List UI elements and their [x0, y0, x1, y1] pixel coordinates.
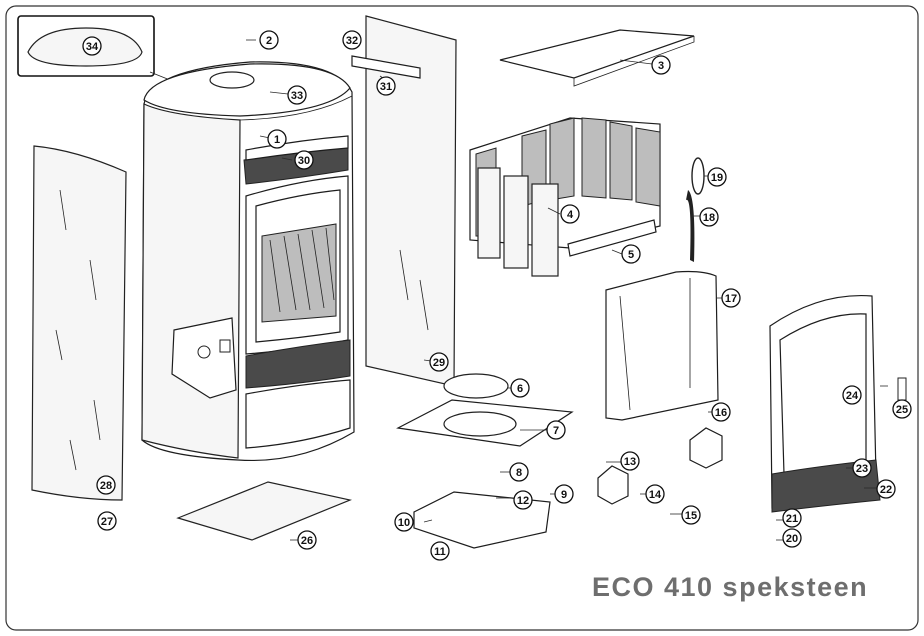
callout-7: 7	[546, 420, 566, 440]
callout-12: 12	[513, 490, 533, 510]
callout-29: 29	[429, 352, 449, 372]
svg-text:33: 33	[291, 90, 303, 102]
svg-text:15: 15	[685, 510, 697, 522]
callout-21: 21	[782, 508, 802, 528]
product-caption: ECO 410 speksteen	[592, 572, 869, 602]
callout-18: 18	[699, 207, 719, 227]
callout-31: 31	[376, 76, 396, 96]
callout-3: 3	[651, 55, 671, 75]
svg-text:20: 20	[786, 533, 798, 545]
svg-text:22: 22	[880, 484, 892, 496]
callout-23: 23	[852, 458, 872, 478]
svg-text:1: 1	[274, 134, 280, 146]
grate-bar-5	[567, 219, 657, 257]
callout-8: 8	[509, 462, 529, 482]
handle-25	[897, 377, 907, 401]
callout-16: 16	[711, 402, 731, 422]
svg-text:12: 12	[517, 495, 529, 507]
svg-text:17: 17	[725, 293, 737, 305]
svg-text:31: 31	[380, 81, 392, 93]
callout-2: 2	[259, 30, 279, 50]
svg-text:34: 34	[86, 41, 99, 53]
svg-text:10: 10	[398, 517, 410, 529]
svg-text:19: 19	[711, 172, 723, 184]
spring-19	[691, 157, 705, 195]
svg-text:5: 5	[628, 249, 634, 261]
svg-text:24: 24	[846, 390, 859, 402]
svg-text:21: 21	[786, 513, 798, 525]
callout-17: 17	[721, 288, 741, 308]
callout-27: 27	[97, 511, 117, 531]
hinge-plate-13	[597, 465, 629, 505]
svg-text:8: 8	[516, 467, 522, 479]
svg-text:9: 9	[561, 489, 567, 501]
bracket-31	[351, 55, 421, 79]
callout-20: 20	[782, 528, 802, 548]
callout-14: 14	[645, 484, 665, 504]
callout-34: 34	[82, 36, 102, 56]
svg-text:11: 11	[434, 546, 446, 558]
callout-30: 30	[294, 150, 314, 170]
callout-13: 13	[620, 451, 640, 471]
callout-6: 6	[510, 378, 530, 398]
svg-text:28: 28	[100, 480, 112, 492]
svg-text:18: 18	[703, 212, 715, 224]
callout-24: 24	[842, 385, 862, 405]
svg-text:26: 26	[301, 535, 313, 547]
callout-10: 10	[394, 512, 414, 532]
callout-28: 28	[96, 475, 116, 495]
svg-text:6: 6	[517, 383, 523, 395]
callout-4: 4	[560, 204, 580, 224]
svg-text:30: 30	[298, 155, 310, 167]
svg-text:29: 29	[433, 357, 445, 369]
floor-plate-26	[176, 481, 353, 541]
callout-5: 5	[621, 244, 641, 264]
svg-text:23: 23	[856, 463, 868, 475]
svg-text:32: 32	[346, 35, 358, 47]
callout-22: 22	[876, 479, 896, 499]
hinge-plate-16	[689, 427, 723, 469]
callout-15: 15	[681, 505, 701, 525]
svg-text:13: 13	[624, 456, 636, 468]
callout-25: 25	[892, 399, 912, 419]
svg-text:7: 7	[553, 425, 559, 437]
svg-text:16: 16	[715, 407, 727, 419]
callout-9: 9	[554, 484, 574, 504]
callout-26: 26	[297, 530, 317, 550]
svg-text:2: 2	[266, 35, 272, 47]
callout-11: 11	[430, 541, 450, 561]
rod-18	[686, 190, 695, 262]
callout-19: 19	[707, 167, 727, 187]
callout-33: 33	[287, 85, 307, 105]
glass-frame-17	[605, 270, 719, 421]
callout-1: 1	[267, 129, 287, 149]
svg-text:14: 14	[649, 489, 662, 501]
svg-text:27: 27	[101, 516, 113, 528]
outer-frame	[5, 5, 919, 631]
svg-text:4: 4	[567, 209, 574, 221]
side-stone-panel	[31, 145, 127, 501]
svg-text:3: 3	[658, 60, 664, 72]
grate-ring-6	[443, 373, 509, 399]
svg-text:25: 25	[896, 404, 908, 416]
callout-32: 32	[342, 30, 362, 50]
stove-body	[141, 61, 355, 462]
firebricks-4	[469, 117, 661, 277]
